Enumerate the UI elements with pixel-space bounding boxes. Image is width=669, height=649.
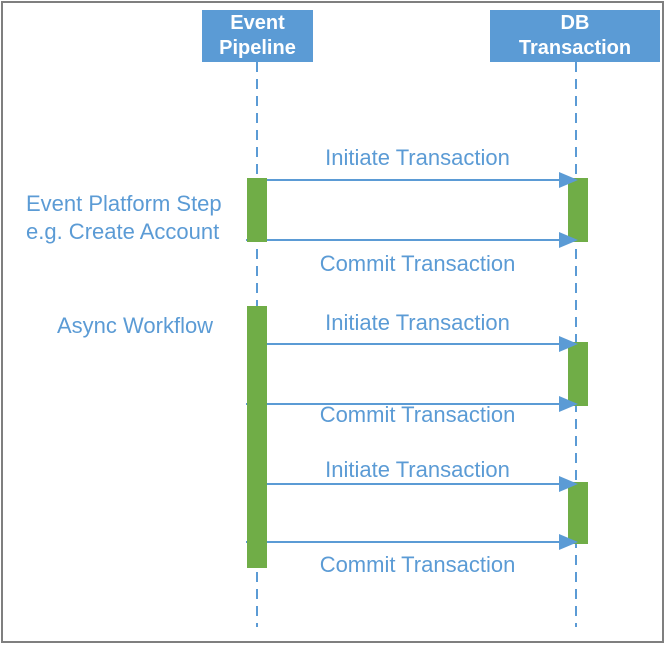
- actor-label-line: DB: [560, 12, 590, 34]
- initiate-transaction-arrow-3: [267, 476, 578, 492]
- activation-bar-db-2: [568, 342, 588, 406]
- arrow-line: [267, 343, 565, 345]
- arrow-line: [267, 179, 565, 181]
- commit-transaction-arrow-2: [246, 396, 578, 412]
- message-label-initiate-1: Initiate Transaction: [325, 145, 510, 170]
- arrowhead-icon: [559, 534, 578, 550]
- arrowhead-icon: [559, 232, 578, 248]
- arrow-line: [267, 483, 565, 485]
- arrow-line: [246, 541, 565, 543]
- actor-label-line: Transaction: [518, 37, 632, 59]
- actor-event-pipeline: Event Pipeline: [202, 10, 313, 62]
- message-label-commit-1: Commit Transaction: [319, 251, 516, 276]
- commit-transaction-arrow-3: [246, 534, 578, 550]
- arrow-line: [246, 403, 565, 405]
- arrow-line: [246, 239, 565, 241]
- activation-bar-db-3: [568, 482, 588, 544]
- message-label-initiate-3: Initiate Transaction: [325, 457, 510, 482]
- annotation-async-workflow: Async Workflow: [57, 312, 213, 340]
- initiate-transaction-arrow-1: [267, 172, 578, 188]
- arrowhead-icon: [559, 336, 578, 352]
- arrowhead-icon: [559, 476, 578, 492]
- commit-transaction-arrow-1: [246, 232, 578, 248]
- activation-bar-db-1: [568, 178, 588, 242]
- annotation-line: Async Workflow: [57, 313, 214, 338]
- arrowhead-icon: [559, 396, 578, 412]
- actor-label-line: Event: [230, 12, 285, 34]
- annotation-line: e.g. Create Account: [26, 219, 220, 244]
- activation-bar-async-workflow: [247, 306, 267, 568]
- activation-bar-event-step: [247, 178, 267, 242]
- arrowhead-icon: [559, 172, 578, 188]
- annotation-line: Event Platform Step: [26, 191, 222, 216]
- annotation-event-platform-step: Event Platform Step e.g. Create Account: [26, 190, 222, 246]
- message-label-commit-3: Commit Transaction: [319, 552, 516, 577]
- message-label-commit-2: Commit Transaction: [319, 402, 516, 427]
- message-label-initiate-2: Initiate Transaction: [325, 310, 510, 335]
- initiate-transaction-arrow-2: [267, 336, 578, 352]
- actor-db-transaction: DB Transaction: [490, 10, 660, 62]
- actor-label-line: Pipeline: [219, 37, 296, 59]
